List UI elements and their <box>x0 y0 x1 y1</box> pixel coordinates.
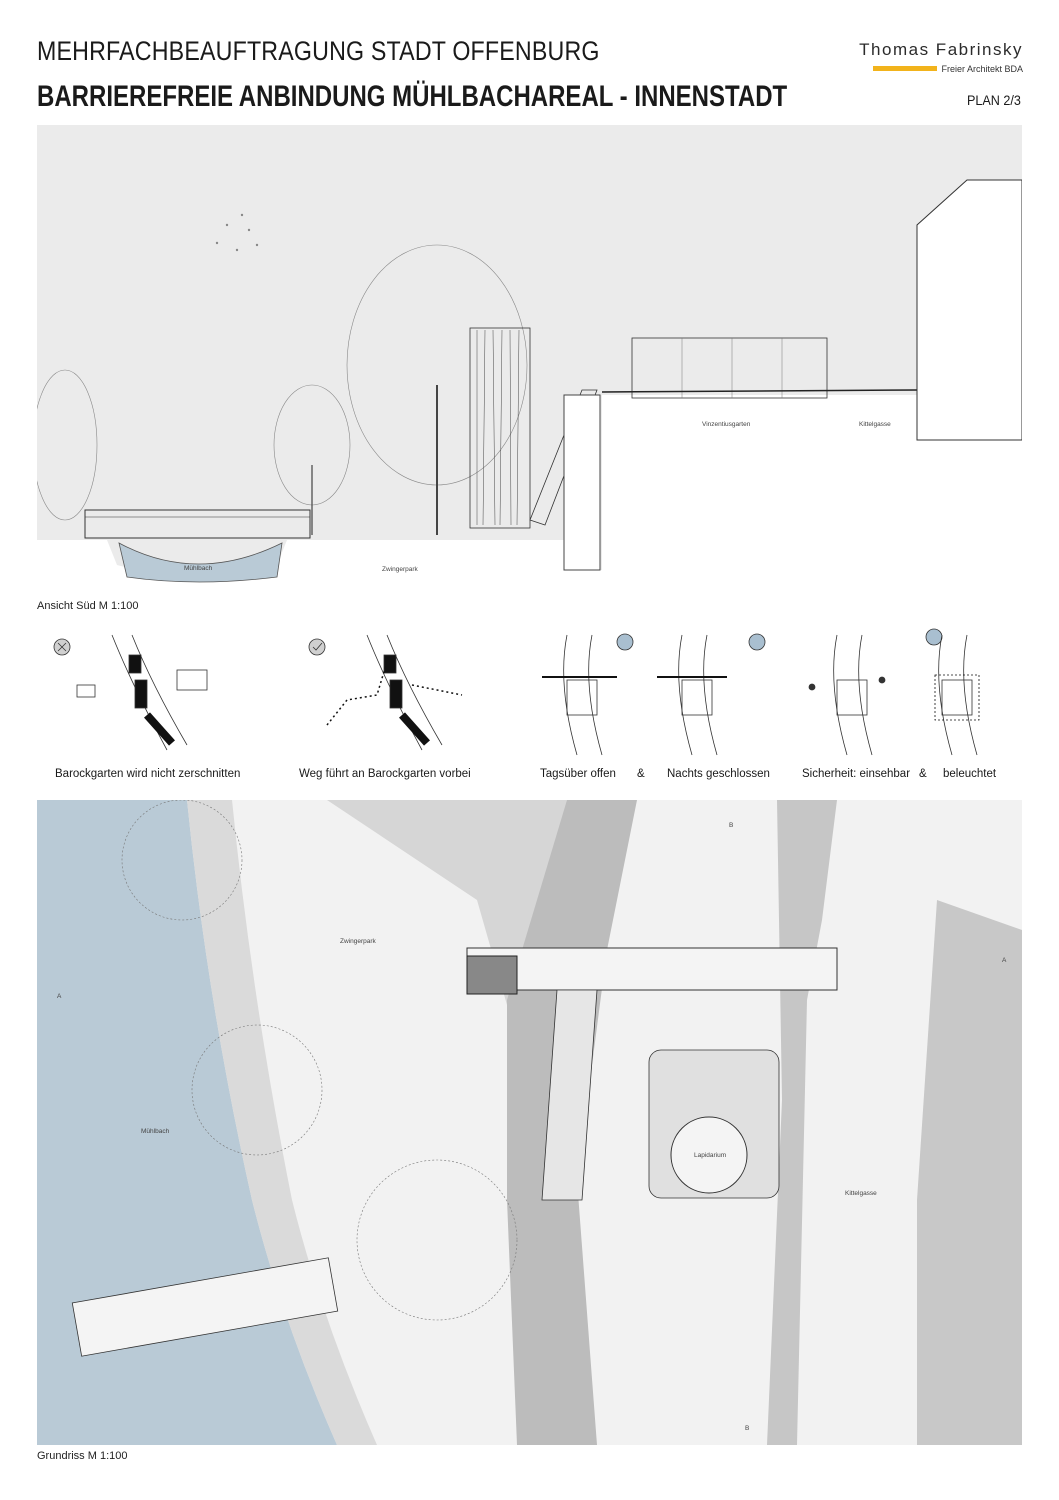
caption-weg: Weg führt an Barockgarten vorbei <box>299 768 471 780</box>
diagram-lit <box>925 628 980 756</box>
section-drawing <box>37 179 1022 595</box>
caption-sicherheit: Sicherheit: einsehbar <box>802 768 911 780</box>
section-elevation: Mühlbach Zwingerpark Vinzentiusgarten Ki… <box>37 125 1022 595</box>
bridge-left <box>84 509 311 539</box>
logo-accent-bar <box>873 66 938 72</box>
diagram-drawings <box>53 628 980 756</box>
label-vinzentiusgarten-section: Vinzentiusgarten <box>702 421 751 428</box>
label-kittelgasse-plan: Kittelgasse <box>845 1190 877 1197</box>
architect-name: Thomas Fabrinsky <box>859 40 1023 59</box>
tower-plan <box>466 955 518 995</box>
caption-barockgarten: Barockgarten wird nicht zerschnitten <box>55 768 241 780</box>
label-zwingerpark-section: Zwingerpark <box>382 566 418 573</box>
section-marker-b-top: B <box>729 822 734 829</box>
diagram-visible <box>808 634 886 756</box>
label-muehlbach-section: Mühlbach <box>184 565 213 572</box>
section-caption: Ansicht Süd M 1:100 <box>37 600 139 612</box>
bridge-plan <box>466 947 838 991</box>
section-marker-a-left: A <box>57 993 62 1000</box>
plan-number: PLAN 2/3 <box>967 92 1021 108</box>
diagram-cut <box>53 634 208 751</box>
diagram-path <box>308 634 463 751</box>
label-lapidarium-plan: Lapidarium <box>694 1152 727 1159</box>
plan-caption: Grundriss M 1:100 <box>37 1450 128 1462</box>
caption-nachts: Nachts geschlossen <box>667 768 770 780</box>
lapidarium-circle <box>670 1116 748 1194</box>
architect-logo: Thomas Fabrinsky Freier Architekt BDA <box>859 40 1023 78</box>
concept-diagrams: Barockgarten wird nicht zerschnitten Weg… <box>37 625 1022 785</box>
diagram-day <box>542 633 634 756</box>
caption-amp2: & <box>919 768 927 780</box>
water-section <box>118 542 283 583</box>
caption-tagsueber: Tagsüber offen <box>540 768 616 780</box>
house-elevation <box>916 179 1022 441</box>
pavilion-elevation <box>631 337 828 399</box>
tower-elevation <box>469 327 531 529</box>
project-title: MEHRFACHBEAUFTRAGUNG STADT OFFENBURG <box>37 36 600 66</box>
diagram-night <box>657 633 766 756</box>
project-subtitle: BARRIEREFREIE ANBINDUNG MÜHLBACHAREAL - … <box>37 80 788 113</box>
caption-amp1: & <box>637 768 645 780</box>
section-marker-b-bottom: B <box>745 1425 750 1432</box>
label-zwingerpark-plan: Zwingerpark <box>340 938 376 945</box>
section-marker-a-right: A <box>1002 957 1007 964</box>
site-plan: Zwingerpark Mühlbach Lapidarium Kittelga… <box>37 800 1022 1445</box>
lower-bridge-plan <box>71 1257 339 1357</box>
plan-drawing <box>37 800 1022 1445</box>
label-muehlbach-plan: Mühlbach <box>141 1128 170 1135</box>
label-kittelgasse-section: Kittelgasse <box>859 421 891 428</box>
architect-title: Freier Architekt BDA <box>941 63 1023 74</box>
caption-beleuchtet: beleuchtet <box>943 768 997 780</box>
stair-plan <box>541 989 598 1201</box>
